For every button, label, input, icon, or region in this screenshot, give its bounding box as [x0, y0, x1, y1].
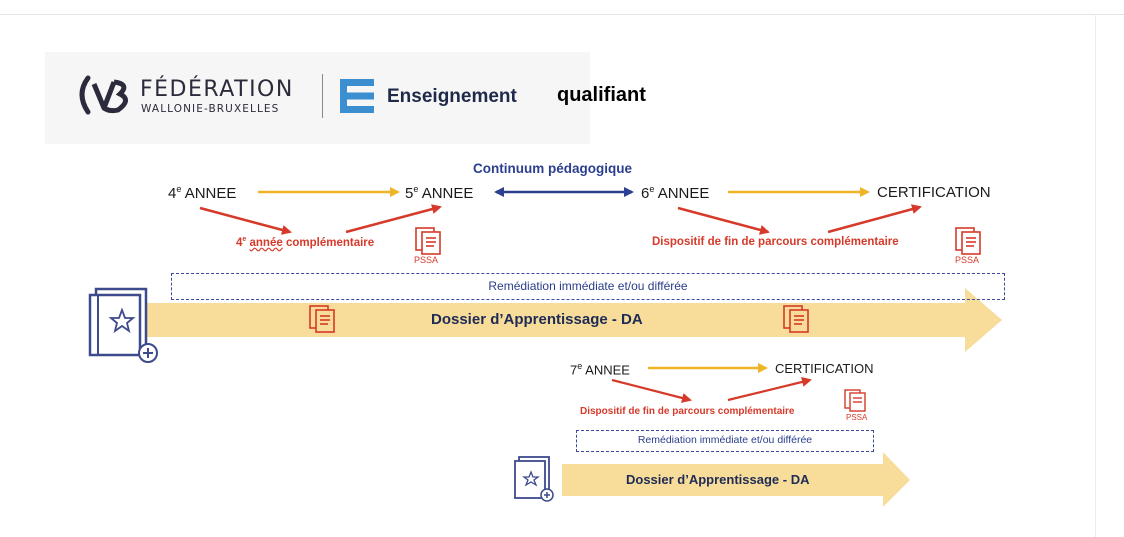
add-circle-icon-bottom [540, 488, 554, 502]
pssa-document-icon-right [955, 227, 981, 255]
frame-top-line [0, 14, 1124, 15]
remediation-box-bottom: Remédiation immédiate et/ou différée [576, 430, 874, 452]
dossier-label-main: Dossier d’Apprentissage - DA [431, 311, 643, 328]
arrow-7-to-dispositif [611, 378, 692, 403]
frame-right-line [1095, 14, 1096, 537]
continuum-label: Continuum pédagogique [473, 161, 632, 176]
year-6-label: 6e ANNEE [641, 184, 710, 202]
pssa-label-left: PSSA [414, 255, 439, 265]
org-subtitle: WALLONIE-BRUXELLES [141, 103, 280, 115]
book-star-icon-bottom [514, 456, 550, 499]
arrow-4-to-compl [199, 206, 292, 235]
logo-glyph-icon [79, 75, 128, 115]
arrow-dispositif-to-cert-bottom [727, 377, 812, 402]
remediation-label-main: Remédiation immédiate et/ou différée [488, 279, 688, 293]
header-divider [322, 74, 323, 118]
pssa-document-icon-left [415, 227, 441, 255]
year-7-label: 7e ANNEE [570, 361, 630, 378]
pssa-label-bottom: PSSA [846, 413, 868, 422]
header-background [45, 52, 590, 144]
remediation-label-bottom: Remédiation immédiate et/ou différée [637, 434, 813, 446]
pssa-label-right: PSSA [955, 255, 980, 265]
dossier-band-main [118, 288, 1002, 352]
dispositif-label-bottom: Dispositif de fin de parcours complément… [580, 406, 795, 417]
org-name: FÉDÉRATION [140, 77, 294, 102]
header-enseignement: Enseignement [387, 86, 517, 107]
certification-label: CERTIFICATION [877, 184, 991, 201]
dossier-band-bottom [562, 452, 910, 507]
year-5-label: 5e ANNEE [405, 184, 474, 202]
pssa-document-icon-band-2 [783, 305, 809, 333]
pssa-document-icon-band-1 [309, 305, 335, 333]
complementary-year-label: 4e année complémentaire [236, 236, 375, 249]
pssa-document-icon-bottom [844, 389, 866, 412]
certification-label-bottom: CERTIFICATION [775, 361, 874, 376]
arrow-6-to-dispositif [677, 206, 770, 235]
header-qualifiant: qualifiant [557, 84, 646, 106]
add-circle-icon-main [138, 343, 158, 363]
dispositif-label-top: Dispositif de fin de parcours complément… [652, 236, 899, 248]
arrow-dispositif-to-cert [827, 204, 922, 234]
arrow-compl-to-5 [345, 204, 442, 234]
book-star-icon-main [88, 287, 148, 357]
remediation-box-main: Remédiation immédiate et/ou différée [171, 273, 1005, 300]
dossier-label-bottom: Dossier d’Apprentissage - DA [626, 472, 810, 487]
year-4-label: 4e ANNEE [168, 184, 237, 202]
menu-lines-icon [340, 79, 374, 113]
